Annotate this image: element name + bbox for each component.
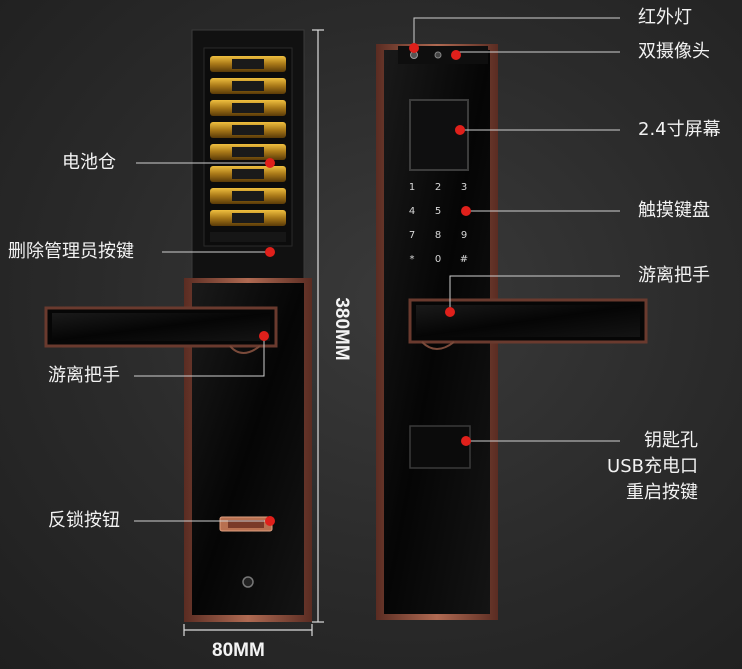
height-dimension: 380MM <box>331 297 352 361</box>
label-infrared-light: 红外灯 <box>638 7 692 28</box>
width-dimension: 80MM <box>212 640 265 661</box>
label-touch-keypad: 触摸键盘 <box>638 200 710 221</box>
label-battery-compartment: 电池仓 <box>62 152 116 173</box>
label-usb-charging: USB充电口 <box>607 456 698 477</box>
label-key-hole-line1: 钥匙孔 <box>644 430 698 451</box>
callout-dots <box>259 43 471 526</box>
keypad-key: * <box>410 254 415 265</box>
keypad-key: 1 <box>409 182 415 193</box>
lcd-screen <box>409 99 469 171</box>
label-right-handle: 游离把手 <box>638 265 710 286</box>
keypad-key: 0 <box>435 254 441 265</box>
key-hole-cover <box>409 425 471 469</box>
label-lock-button: 反锁按钮 <box>48 510 120 531</box>
batteries <box>210 56 286 226</box>
label-left-handle: 游离把手 <box>48 365 120 386</box>
label-screen: 2.4寸屏幕 <box>638 119 721 140</box>
keypad-key: 2 <box>435 182 441 193</box>
camera-1 <box>434 51 442 59</box>
label-dual-camera: 双摄像头 <box>638 41 710 62</box>
label-key-hole: 钥匙孔 USB充电口 重启按键 <box>584 430 698 504</box>
keypad-key: 8 <box>435 230 441 241</box>
keypad-key: 4 <box>409 206 415 217</box>
keypad-key: 5 <box>435 206 441 217</box>
keypad-key: 9 <box>461 230 467 241</box>
keypad-key: # <box>460 254 468 265</box>
sensor-strip <box>398 46 488 64</box>
left-key-hole <box>242 576 254 588</box>
keypad-key: 3 <box>461 182 467 193</box>
label-restart-button: 重启按键 <box>626 482 698 503</box>
keypad-key: 7 <box>409 230 415 241</box>
label-delete-admin-button: 删除管理员按键 <box>8 241 134 262</box>
